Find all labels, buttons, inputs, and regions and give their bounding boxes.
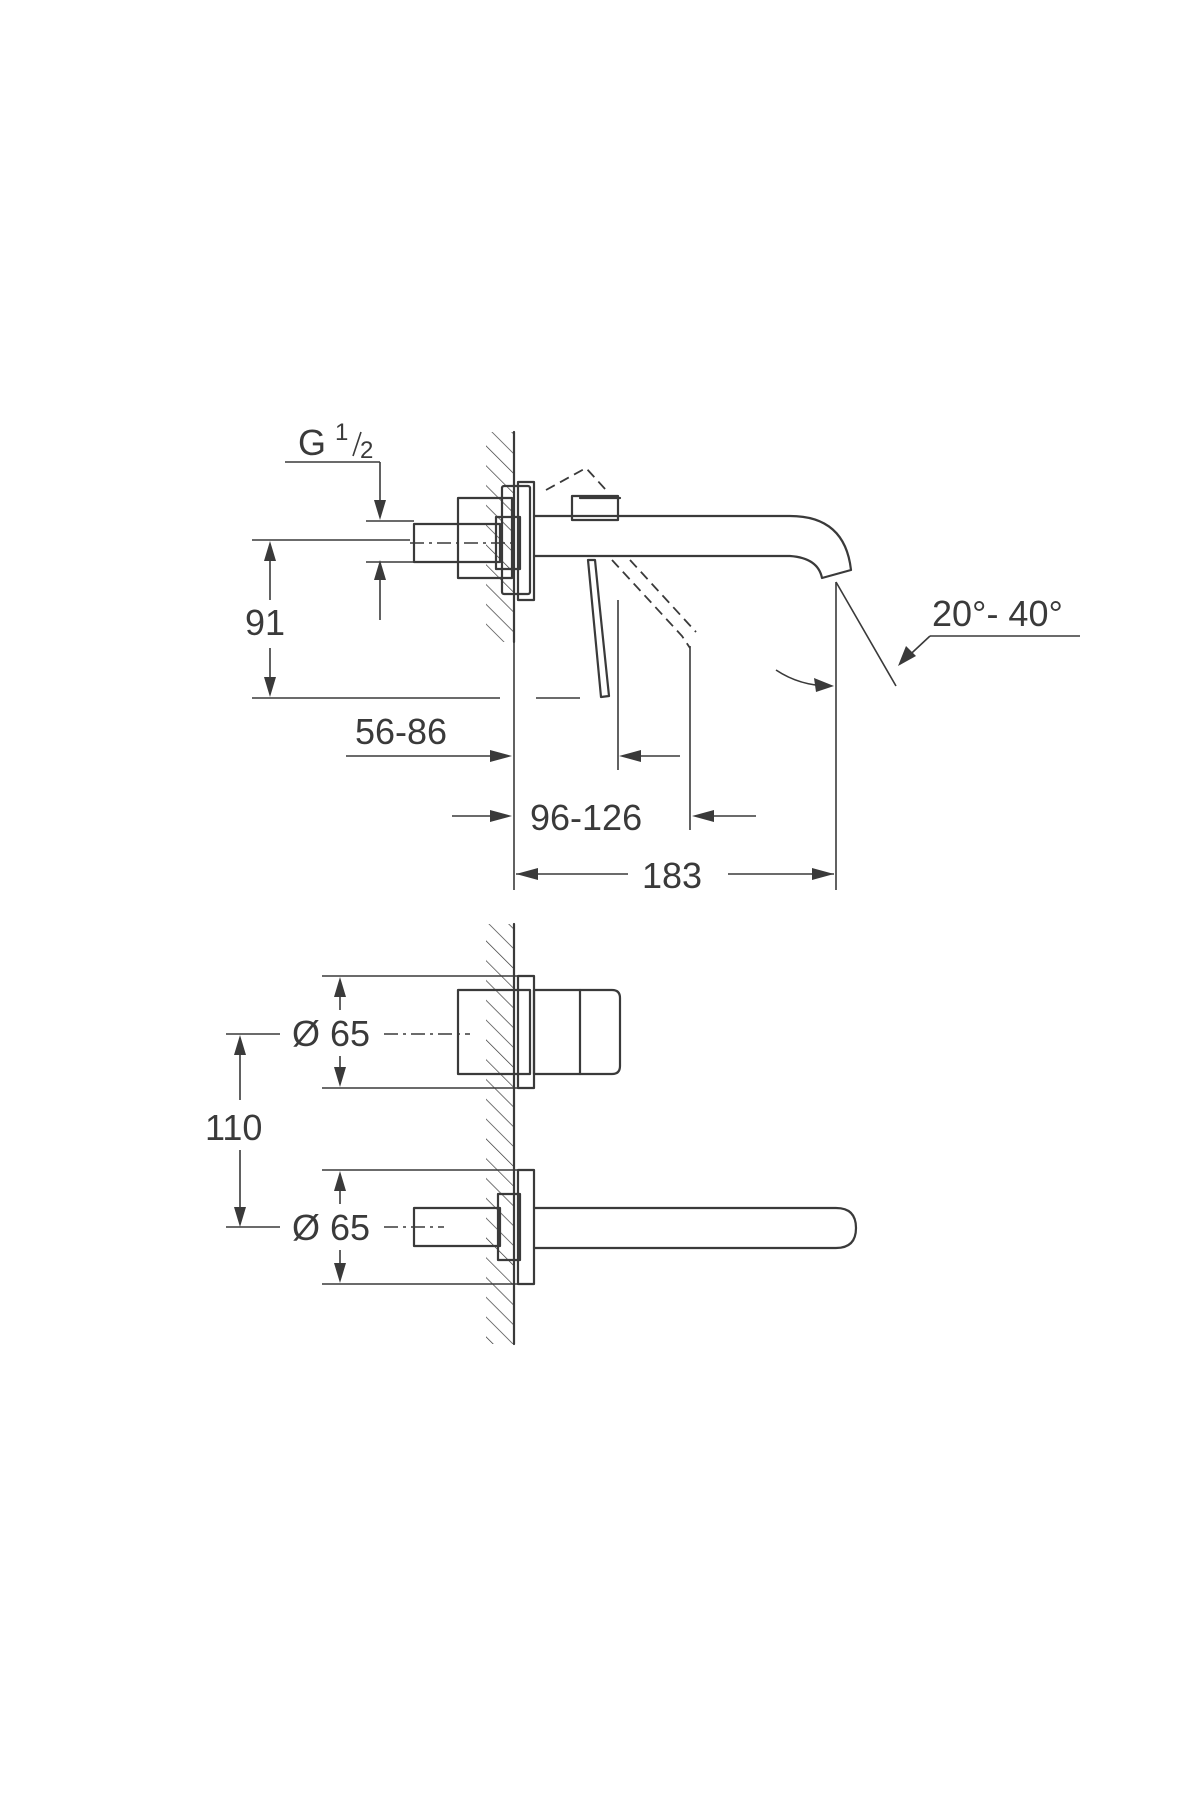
dim-height-label: 91 [245, 602, 285, 643]
mixer-body-side [456, 480, 536, 602]
lever-handle-alt-position [545, 466, 697, 649]
dim-diameter-bottom-label: Ø 65 [292, 1207, 370, 1248]
depth-dimension-b: 96-126 [452, 646, 756, 838]
spacing-dimension: 110 [205, 1035, 280, 1228]
dim-projection-label: 183 [642, 855, 702, 896]
front-view: Ø 65 110 Ø 65 [205, 922, 858, 1346]
dim-depth-a-label: 56-86 [355, 711, 447, 752]
mixer-body-front [456, 974, 622, 1090]
lever-arrow [619, 750, 680, 762]
depth-dimension-a: 56-86 [346, 620, 515, 890]
thread-dimension: G 1 2 [285, 419, 414, 620]
diameter-dimension-top: Ø 65 [226, 975, 520, 1089]
thread-label-g: G [298, 422, 326, 463]
spout-side [532, 494, 853, 580]
height-dimension: 91 [245, 539, 580, 699]
dim-angle-label: 20°- 40° [932, 593, 1063, 634]
lever-handle [586, 558, 611, 699]
projection-dimension: 183 [516, 582, 837, 896]
spout-front [412, 1168, 858, 1286]
side-view: G 1 2 91 56-86 [245, 419, 1080, 896]
dim-diameter-top-label: Ø 65 [292, 1013, 370, 1054]
thread-label-den: 2 [360, 437, 373, 464]
diameter-dimension-bottom: Ø 65 [292, 1169, 520, 1285]
angle-dimension: 20°- 40° [775, 581, 1080, 692]
inlet-connector [410, 515, 522, 571]
dim-depth-b-label: 96-126 [530, 797, 642, 838]
dim-spacing-label: 110 [205, 1107, 262, 1148]
thread-label-num: 1 [335, 419, 348, 446]
wall-section-front [486, 922, 516, 1346]
